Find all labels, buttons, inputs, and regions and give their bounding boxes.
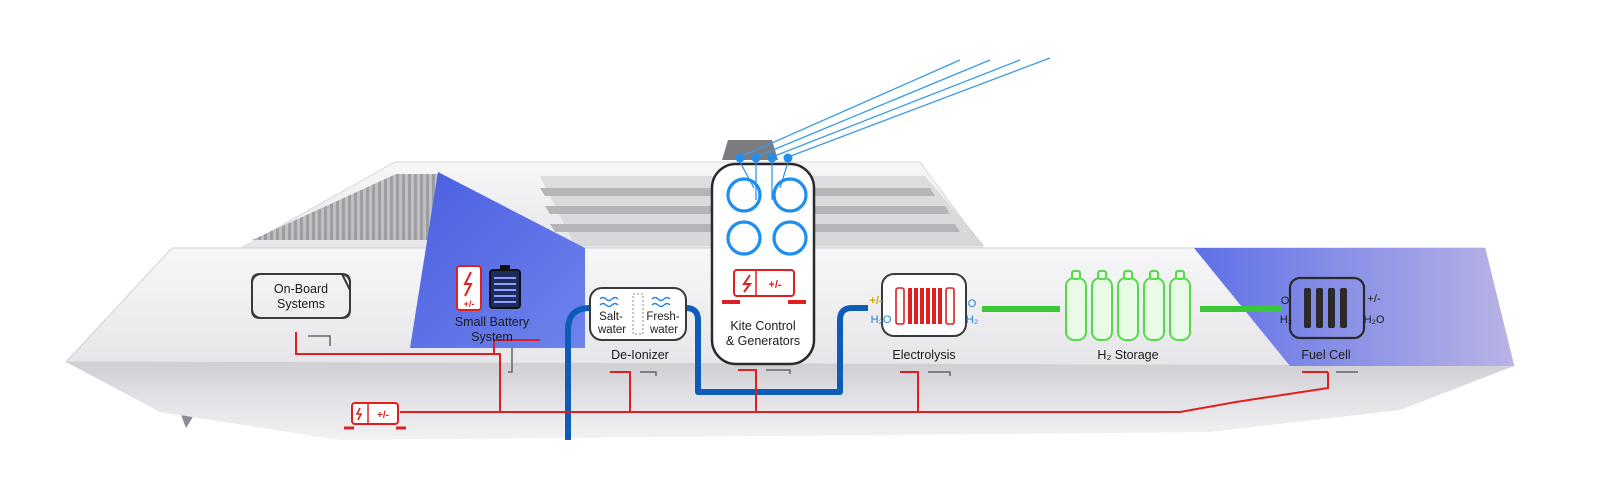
kite-label-line1: Kite Control xyxy=(730,319,795,333)
electrolysis-o: O xyxy=(968,298,977,310)
kite-lines xyxy=(739,57,1051,158)
gas-tank-icon xyxy=(1143,270,1165,341)
electrolysis-label: Electrolysis xyxy=(892,348,955,362)
left-blue-panel xyxy=(410,172,585,348)
electrolysis-h2: H₂ xyxy=(966,314,978,326)
kite-plusminus: +/- xyxy=(768,279,781,291)
kite-generator-icon xyxy=(726,220,762,256)
salt-wave-icon xyxy=(599,296,619,308)
gas-tank-icon xyxy=(1065,270,1087,341)
power-bus xyxy=(295,332,1329,413)
inverter-plusminus: +/- xyxy=(377,410,389,421)
de-ionizer: Salt- water Fresh- water De-Ionizer xyxy=(589,287,687,362)
saltwater-label-line1: Salt- xyxy=(599,311,623,323)
battery-label-line1: Small Battery xyxy=(455,315,530,329)
right-blue-panel xyxy=(1194,248,1514,366)
onboard-systems: On-Board Systems xyxy=(251,272,351,319)
kite-generator-icon xyxy=(726,177,762,213)
kite-generator-icon xyxy=(772,220,808,256)
fuelcell-h2o: H₂O xyxy=(1364,314,1385,326)
lightning-icon xyxy=(355,407,363,421)
gas-tank-icon xyxy=(1091,270,1113,341)
deionizer-label: De-Ionizer xyxy=(611,348,669,362)
fuelcell-plusminus: +/- xyxy=(1367,293,1380,305)
fresh-wave-icon xyxy=(651,296,671,308)
freshwater-label-line2: water xyxy=(649,324,678,336)
electrolysis-h2o: H₂O xyxy=(871,314,892,326)
signal-lines xyxy=(308,335,1358,376)
freshwater-label-line1: Fresh- xyxy=(646,311,679,323)
kite-generator-icon xyxy=(772,177,808,213)
h2-storage xyxy=(1065,270,1191,341)
saltwater-label-line2: water xyxy=(597,324,626,336)
battery-plusminus: +/- xyxy=(464,299,475,309)
membrane-icon xyxy=(632,293,644,335)
lightning-icon xyxy=(463,271,473,297)
fuelcell-o: O xyxy=(1281,295,1290,307)
battery-label-line2: System xyxy=(471,330,513,344)
kite-label-line2: & Generators xyxy=(726,334,800,348)
h2-storage-label: H₂ Storage xyxy=(1097,348,1158,362)
onboard-label-line2: Systems xyxy=(277,297,325,311)
fuel-cell: O H₂ +/- H₂O Fuel Cell xyxy=(1280,276,1385,362)
fuelcell-h2: H₂ xyxy=(1280,314,1292,326)
gas-tank-icon xyxy=(1169,270,1191,341)
gas-tank-icon xyxy=(1117,270,1139,341)
small-battery-system: +/- Small Battery System xyxy=(455,265,530,344)
kite-control-generators: +/- Kite Control & Generators xyxy=(710,153,816,366)
motor-inverter: +/- xyxy=(344,402,406,430)
electrolysis-plusminus: +/- xyxy=(869,295,882,307)
fuel-cell-label: Fuel Cell xyxy=(1301,348,1350,362)
kite-inverter-icon xyxy=(733,269,795,297)
onboard-label-line1: On-Board xyxy=(274,282,328,296)
electrolysis: +/- H₂O O H₂ Electrolysis xyxy=(869,273,978,362)
